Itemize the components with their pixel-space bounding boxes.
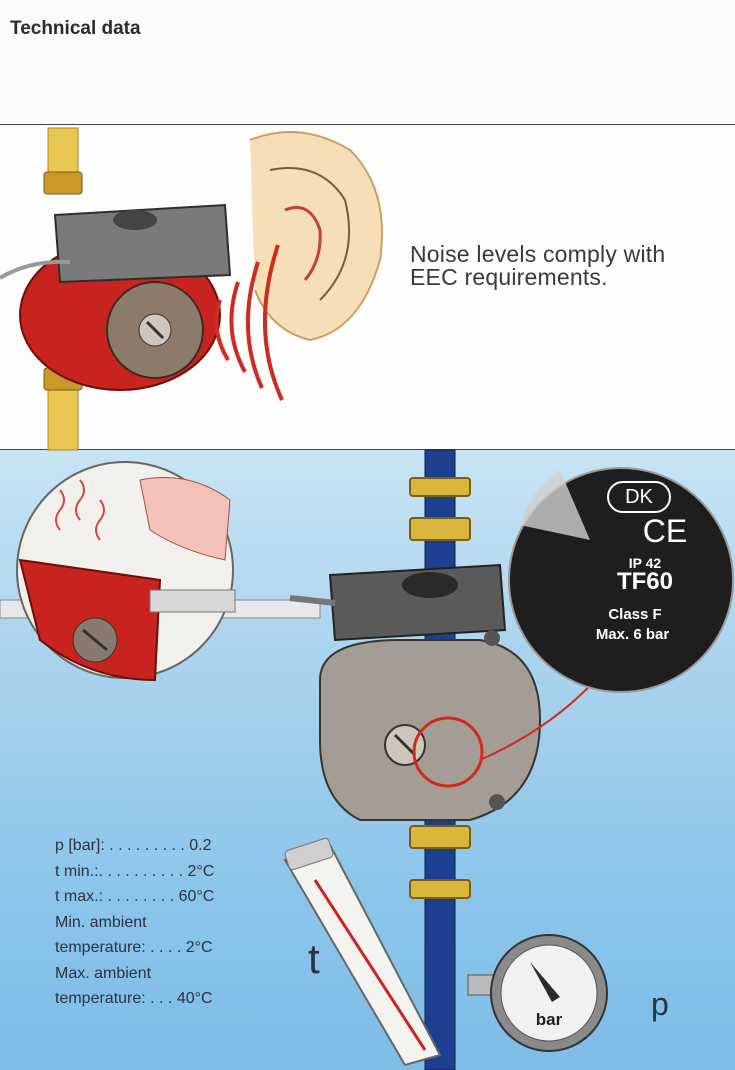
header: Technical data <box>0 0 735 124</box>
heat-touch-illustration <box>16 461 236 682</box>
gauge-unit-label: bar <box>535 1010 563 1029</box>
brass-fittings <box>409 477 471 899</box>
spec-line: p [bar]: . . . . . . . . . 0.2 <box>55 837 212 854</box>
pressure-label: p <box>651 986 669 1022</box>
insulation-class: Class F <box>608 606 662 623</box>
ear-illustration <box>249 131 383 342</box>
sound-waves <box>214 244 284 401</box>
pressure-gauge-illustration <box>467 934 608 1052</box>
spec-list: p [bar]: . . . . . . . . . 0.2 t min.:. … <box>55 833 214 1012</box>
divider-middle <box>0 449 735 450</box>
spec-line: temperature: . . . 40°C <box>55 990 213 1007</box>
noise-line-1: Noise levels comply with <box>410 241 666 267</box>
ce-mark: CE <box>642 513 688 549</box>
temperature-label: t <box>308 935 320 982</box>
spec-line: Max. ambient <box>55 964 152 982</box>
spec-line: Min. ambient <box>55 913 147 931</box>
red-pump-illustration <box>0 127 232 451</box>
spec-line: temperature: . . . . 2°C <box>55 939 213 956</box>
thermometer-illustration <box>283 837 442 1067</box>
page-title: Technical data <box>10 18 141 39</box>
grey-pump-illustration <box>289 563 621 821</box>
spec-line: t max.: . . . . . . . . 60°C <box>55 888 215 905</box>
noise-line-2: EEC requirements. <box>410 264 608 290</box>
ip-rating: IP 42 <box>628 555 662 571</box>
country-code: DK <box>607 481 671 513</box>
max-pressure: Max. 6 bar <box>595 626 670 643</box>
divider-top <box>0 124 735 125</box>
model-code: TF60 <box>616 568 673 595</box>
spec-line: t min.:. . . . . . . . . . 2°C <box>55 862 215 880</box>
noise-statement: Noise levels comply with EEC requirement… <box>410 243 665 289</box>
